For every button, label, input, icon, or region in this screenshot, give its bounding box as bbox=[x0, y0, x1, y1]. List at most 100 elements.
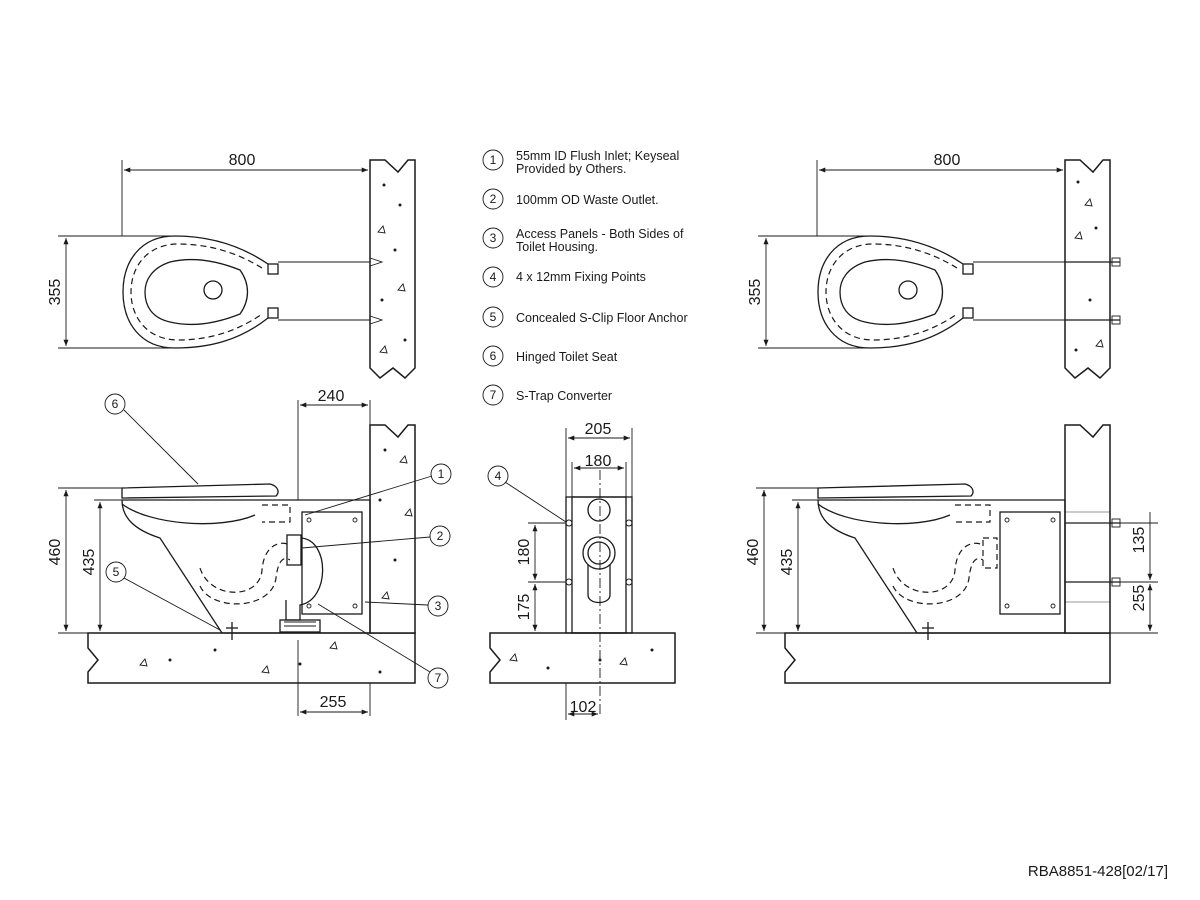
access-panel bbox=[999, 511, 1061, 615]
svg-text:7: 7 bbox=[435, 671, 442, 685]
svg-text:1: 1 bbox=[438, 467, 445, 481]
floor-slab bbox=[87, 632, 416, 684]
svg-text:7: 7 bbox=[490, 388, 497, 402]
svg-text:4: 4 bbox=[490, 270, 497, 284]
wall-section bbox=[1064, 424, 1111, 634]
legend-item-1: 1 55mm ID Flush Inlet; Keyseal Provided … bbox=[482, 149, 679, 176]
concrete-specks bbox=[377, 183, 407, 354]
svg-text:2: 2 bbox=[437, 529, 444, 543]
callout-5 bbox=[105, 561, 127, 583]
s-trap-converter bbox=[279, 619, 321, 633]
svg-text:Provided by Others.: Provided by Others. bbox=[516, 162, 626, 176]
svg-text:Access Panels - Both Sides of: Access Panels - Both Sides of bbox=[516, 227, 684, 241]
plan-left-depth-label: 355 bbox=[47, 279, 64, 306]
legend-item-2: 2 100mm OD Waste Outlet. bbox=[482, 188, 659, 210]
svg-text:100mm OD Waste Outlet.: 100mm OD Waste Outlet. bbox=[516, 193, 659, 207]
fixing-point bbox=[625, 578, 633, 586]
wall-section bbox=[1064, 159, 1111, 380]
svg-text:Concealed S-Clip Floor Anchor: Concealed S-Clip Floor Anchor bbox=[516, 311, 688, 325]
toilet-housing bbox=[121, 499, 371, 634]
callout-6 bbox=[104, 393, 126, 415]
svg-text:4 x 12mm Fixing Points: 4 x 12mm Fixing Points bbox=[516, 270, 646, 284]
s-trap-hidden bbox=[892, 542, 984, 605]
hinge-lower bbox=[267, 307, 279, 319]
side-view-right: 460 435 135 255 bbox=[745, 424, 1158, 684]
front-view: 4 205 180 180 175 102 bbox=[487, 421, 676, 720]
s-trap-hidden bbox=[199, 542, 291, 605]
outlet-dim-label: 255 bbox=[320, 694, 347, 711]
callout-1 bbox=[430, 463, 452, 485]
hinge-lower bbox=[962, 307, 974, 319]
svg-text:3: 3 bbox=[490, 231, 497, 245]
legend-item-3: 3 Access Panels - Both Sides of Toilet H… bbox=[482, 227, 684, 254]
bowl-outline bbox=[817, 235, 964, 349]
lower-dim-label: 175 bbox=[516, 594, 533, 621]
floor-slab bbox=[489, 632, 676, 684]
bowl-inner bbox=[839, 258, 944, 326]
svg-text:4: 4 bbox=[495, 469, 502, 483]
svg-text:6: 6 bbox=[490, 349, 497, 363]
callout-3 bbox=[427, 595, 449, 617]
bowl-hidden-rim bbox=[825, 243, 958, 341]
concrete-specks bbox=[509, 648, 654, 670]
upper-dim-label: 180 bbox=[516, 539, 533, 566]
drawing-reference: RBA8851-428[02/17] bbox=[1028, 863, 1168, 880]
legend-item-5: 5 Concealed S-Clip Floor Anchor bbox=[482, 306, 688, 328]
hinge-upper bbox=[267, 263, 279, 275]
bowl-drain bbox=[203, 280, 223, 300]
callout-2 bbox=[429, 525, 451, 547]
svg-text:2: 2 bbox=[490, 192, 497, 206]
concrete-specks bbox=[139, 448, 413, 674]
seat-dim-label: 435 bbox=[81, 549, 98, 576]
svg-text:Hinged Toilet Seat: Hinged Toilet Seat bbox=[516, 350, 618, 364]
fixing-point bbox=[565, 578, 573, 586]
height-dim-label: 460 bbox=[47, 539, 64, 566]
floor-slab bbox=[784, 632, 1111, 684]
svg-text:S-Trap Converter: S-Trap Converter bbox=[516, 389, 612, 403]
svg-text:1: 1 bbox=[490, 153, 497, 167]
fixing-point bbox=[565, 519, 573, 527]
frame-width-label: 205 bbox=[585, 421, 612, 438]
waste-outlet bbox=[286, 534, 302, 566]
fix-lower-dim-label: 255 bbox=[1131, 585, 1148, 612]
wall-section bbox=[369, 159, 416, 380]
svg-text:55mm ID Flush Inlet; Keyseal: 55mm ID Flush Inlet; Keyseal bbox=[516, 149, 679, 163]
plan-view-left: 800 355 bbox=[47, 152, 416, 380]
svg-text:6: 6 bbox=[112, 397, 119, 411]
bowl-inner bbox=[144, 258, 249, 326]
wall-section bbox=[369, 424, 416, 634]
toilet-seat bbox=[817, 483, 974, 499]
svg-text:Toilet Housing.: Toilet Housing. bbox=[516, 240, 598, 254]
callout-4 bbox=[487, 465, 509, 487]
access-panel bbox=[301, 511, 363, 615]
legend-item-4: 4 4 x 12mm Fixing Points bbox=[482, 266, 646, 288]
base-dim-label: 102 bbox=[570, 699, 597, 716]
svg-text:3: 3 bbox=[435, 599, 442, 613]
bowl-drain bbox=[898, 280, 918, 300]
fixing-point bbox=[625, 519, 633, 527]
flush-inlet bbox=[587, 498, 611, 522]
svg-text:5: 5 bbox=[113, 565, 120, 579]
bowl-hidden-rim bbox=[130, 243, 263, 341]
legend-item-6: 6 Hinged Toilet Seat bbox=[482, 345, 618, 367]
seat-dim-label: 435 bbox=[779, 549, 796, 576]
plan-right-width-label: 800 bbox=[934, 152, 961, 169]
legend: 1 55mm ID Flush Inlet; Keyseal Provided … bbox=[482, 149, 688, 406]
pan-width-label: 180 bbox=[585, 453, 612, 470]
svg-text:5: 5 bbox=[490, 310, 497, 324]
toilet-housing bbox=[817, 499, 1066, 634]
callout-7 bbox=[427, 667, 449, 689]
concrete-specks bbox=[1074, 180, 1104, 352]
height-dim-label: 460 bbox=[745, 539, 762, 566]
waste-outlet-front bbox=[582, 536, 616, 570]
toilet-seat bbox=[121, 483, 279, 499]
hinge-upper bbox=[962, 263, 974, 275]
toilet-frame bbox=[565, 496, 633, 634]
plan-right-depth-label: 355 bbox=[747, 279, 764, 306]
bowl-outline bbox=[122, 235, 269, 349]
setout-dim-label: 240 bbox=[318, 388, 345, 405]
plan-left-width-label: 800 bbox=[229, 152, 256, 169]
fix-upper-dim-label: 135 bbox=[1131, 527, 1148, 554]
plan-view-right: 800 355 bbox=[747, 152, 1121, 380]
